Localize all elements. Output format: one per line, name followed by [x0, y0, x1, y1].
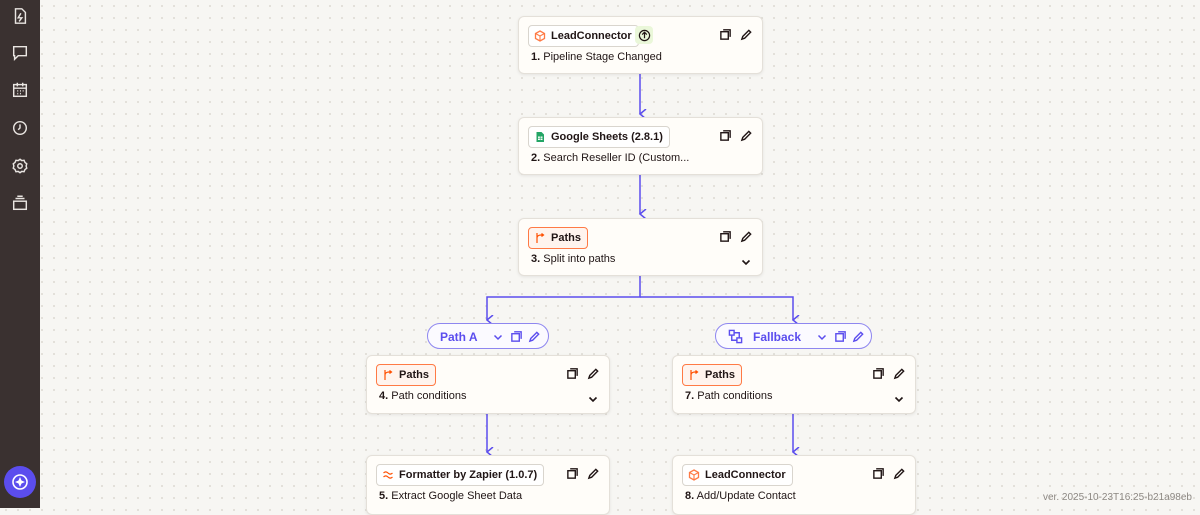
- duplicate-icon[interactable]: [565, 366, 579, 380]
- app-name: LeadConnector: [551, 30, 632, 42]
- step-title: 5. Extract Google Sheet Data: [379, 490, 523, 502]
- leadconnector-icon: [534, 30, 546, 42]
- edit-icon[interactable]: [852, 330, 865, 343]
- step-card-3[interactable]: Paths 3. Split into paths: [518, 218, 763, 276]
- step-card-7[interactable]: Paths 7. Path conditions: [672, 355, 916, 414]
- calendar-icon[interactable]: [10, 80, 30, 100]
- step-title: 2. Search Reseller ID (Custom...: [531, 152, 690, 164]
- paths-icon: [688, 369, 700, 381]
- left-sidebar: [0, 0, 40, 508]
- app-tag: Paths: [682, 364, 742, 386]
- path-a-pill[interactable]: Path A: [427, 323, 549, 349]
- trigger-badge: [635, 26, 653, 44]
- path-label: Fallback: [753, 330, 802, 344]
- chevron-down-icon[interactable]: [492, 331, 504, 343]
- step-title: 3. Split into paths: [531, 253, 616, 265]
- app-name: Paths: [705, 369, 735, 381]
- app-tag: Paths: [528, 227, 588, 249]
- app-name: Paths: [551, 232, 581, 244]
- paths-icon: [382, 369, 394, 381]
- app-name: Google Sheets (2.8.1): [551, 131, 663, 143]
- paths-icon: [534, 232, 546, 244]
- path-fallback-pill[interactable]: Fallback: [715, 323, 872, 349]
- app-tag: LeadConnector: [682, 464, 793, 486]
- edit-icon[interactable]: [586, 366, 600, 380]
- chevron-down-icon[interactable]: [816, 331, 828, 343]
- edit-icon[interactable]: [739, 128, 753, 142]
- settings-icon[interactable]: [10, 156, 30, 176]
- app-tag: Google Sheets (2.8.1): [528, 126, 670, 148]
- step-card-8[interactable]: LeadConnector 8. Add/Update Contact: [672, 455, 916, 515]
- trigger-icon: [638, 29, 650, 41]
- step-title: 4. Path conditions: [379, 390, 467, 402]
- app-tag: LeadConnector: [528, 25, 639, 47]
- history-icon[interactable]: [10, 118, 30, 138]
- copilot-icon: [12, 474, 28, 490]
- step-card-2[interactable]: Google Sheets (2.8.1) 2. Search Reseller…: [518, 117, 763, 175]
- app-name: LeadConnector: [705, 469, 786, 481]
- duplicate-icon[interactable]: [871, 466, 885, 480]
- app-tag: Paths: [376, 364, 436, 386]
- edit-icon[interactable]: [739, 229, 753, 243]
- duplicate-icon[interactable]: [718, 229, 732, 243]
- duplicate-icon[interactable]: [718, 128, 732, 142]
- path-label: Path A: [440, 330, 478, 344]
- step-title: 1. Pipeline Stage Changed: [531, 51, 662, 63]
- step-title: 7. Path conditions: [685, 390, 773, 402]
- step-card-4[interactable]: Paths 4. Path conditions: [366, 355, 610, 414]
- duplicate-icon[interactable]: [834, 330, 847, 343]
- edit-icon[interactable]: [892, 366, 906, 380]
- step-card-5[interactable]: Formatter by Zapier (1.0.7) 5. Extract G…: [366, 455, 610, 515]
- formatter-icon: [382, 469, 394, 481]
- step-card-1[interactable]: LeadConnector 1. Pipeline Stage Changed: [518, 16, 763, 74]
- copilot-button[interactable]: [4, 466, 36, 498]
- edit-icon[interactable]: [586, 466, 600, 480]
- app-name: Paths: [399, 369, 429, 381]
- chevron-down-icon[interactable]: [740, 255, 752, 267]
- chevron-down-icon[interactable]: [893, 392, 905, 404]
- app-tag: Formatter by Zapier (1.0.7): [376, 464, 545, 486]
- edit-icon[interactable]: [528, 330, 541, 343]
- duplicate-icon[interactable]: [871, 366, 885, 380]
- layers-icon[interactable]: [10, 193, 30, 213]
- edit-icon[interactable]: [739, 27, 753, 41]
- google-sheets-icon: [534, 131, 546, 143]
- zap-file-icon[interactable]: [10, 6, 30, 26]
- leadconnector-icon: [688, 469, 700, 481]
- step-title: 8. Add/Update Contact: [685, 490, 796, 502]
- fallback-icon: [728, 329, 743, 344]
- duplicate-icon[interactable]: [510, 330, 523, 343]
- duplicate-icon[interactable]: [718, 27, 732, 41]
- version-label: ver. 2025-10-23T16:25-b21a98eb: [1042, 492, 1192, 503]
- edit-icon[interactable]: [892, 466, 906, 480]
- chevron-down-icon[interactable]: [587, 392, 599, 404]
- duplicate-icon[interactable]: [565, 466, 579, 480]
- comment-icon[interactable]: [10, 43, 30, 63]
- app-name: Formatter by Zapier (1.0.7): [399, 469, 538, 481]
